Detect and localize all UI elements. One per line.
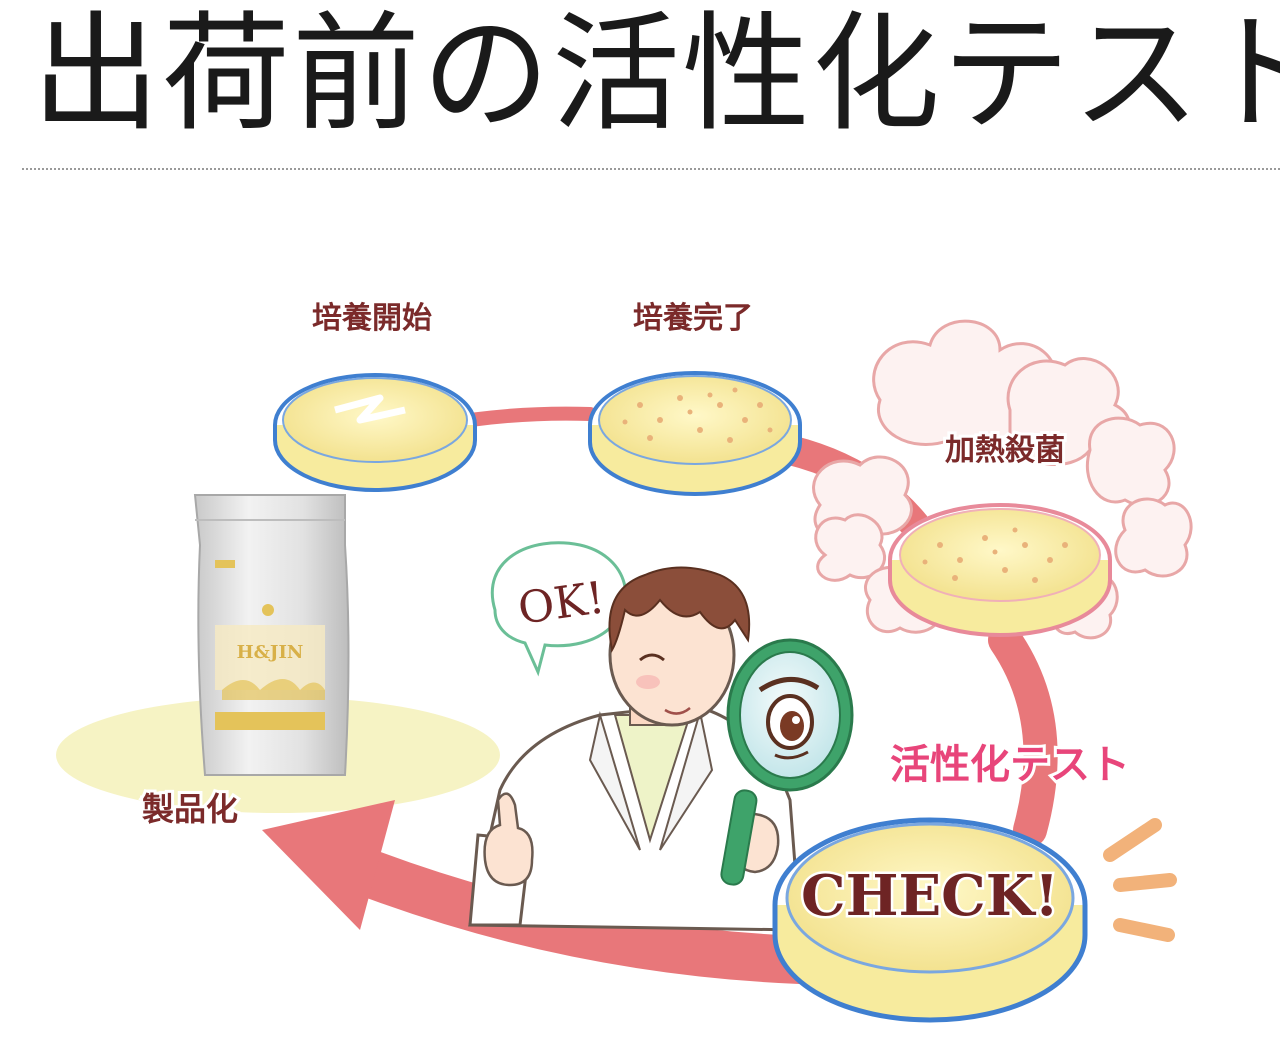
title-divider [22,168,1280,170]
step-label-productize: 製品化 [142,790,238,828]
petri-dish-culture-done [588,371,802,496]
emphasis-lines [1103,818,1177,942]
step-label-culture-start: 培養開始 [312,301,432,336]
speech-bubble: OK! [490,541,628,677]
ok-speech-text: OK! [515,572,608,635]
step-label-heat-sterilize: 加熱殺菌 [945,433,1065,468]
product-package: H&JIN [193,494,350,776]
page-title: 出荷前の活性化テスト [32,0,1280,149]
petri-dish-check: CHECK! [772,817,1088,1023]
petri-dish-culture-start [273,373,477,492]
step-label-culture-done: 培養完了 [633,301,753,336]
check-dish-text: CHECK! [801,863,1059,929]
arrow-head [262,800,395,930]
magnifying-glass [720,638,854,886]
petri-dish-heat-sterilize [888,503,1112,637]
package-brand: H&JIN [237,642,304,663]
step-label-activation-test: 活性化テスト [890,742,1130,788]
